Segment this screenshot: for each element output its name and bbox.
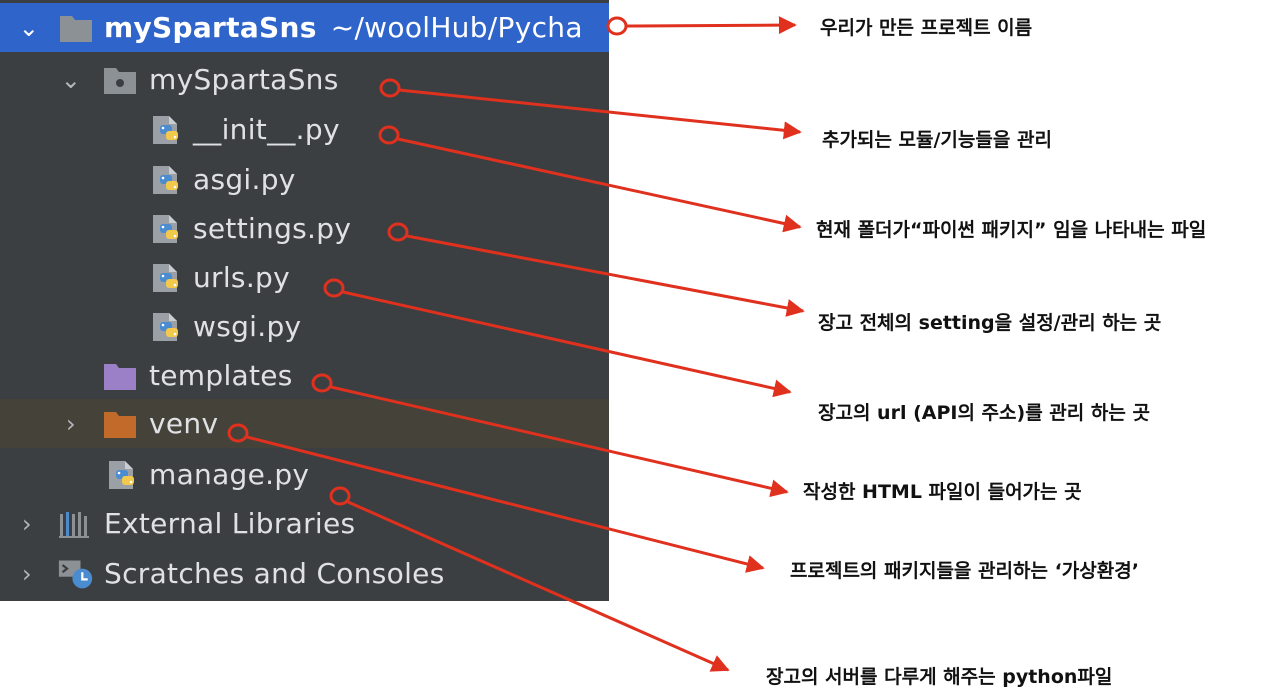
file-label: urls.py: [193, 261, 290, 294]
scratches-label: Scratches and Consoles: [104, 557, 445, 590]
tree-row-file-init[interactable]: __init__.py: [0, 105, 609, 154]
venv-label: venv: [149, 407, 219, 440]
python-file-icon: [150, 311, 186, 343]
libraries-icon: [59, 512, 89, 538]
tree-row-venv[interactable]: › venv: [0, 399, 609, 448]
project-root-label: mySpartaSns ~/woolHub/Pycha: [104, 3, 583, 52]
project-tree-panel: ⌄ mySpartaSns ~/woolHub/Pycha ⌄ mySpartaS…: [0, 0, 609, 601]
chevron-down-icon[interactable]: ⌄: [18, 13, 40, 42]
annotation-manage: 장고의 서버를 다루게 해주는 python파일: [766, 666, 1113, 688]
chevron-right-icon[interactable]: ›: [22, 509, 32, 538]
file-label: settings.py: [193, 212, 352, 245]
tree-row-scratches[interactable]: › Scratches and Consoles: [0, 549, 609, 598]
annotation-arrow: [606, 16, 797, 36]
tree-row-project-root[interactable]: ⌄ mySpartaSns ~/woolHub/Pycha: [0, 3, 609, 52]
python-file-icon: [150, 262, 186, 294]
tree-row-templates[interactable]: templates: [0, 351, 609, 400]
project-root-name: mySpartaSns: [104, 11, 317, 44]
templates-folder-icon: [104, 364, 136, 390]
tree-row-manage[interactable]: manage.py: [0, 450, 609, 499]
scratches-icon: [58, 560, 93, 589]
tree-row-file-urls[interactable]: urls.py: [0, 253, 609, 302]
annotation-project-name: 우리가 만든 프로젝트 이름: [820, 17, 1033, 39]
package-label: mySpartaSns: [149, 63, 339, 96]
python-file-icon: [150, 114, 186, 146]
annotation-settings: 장고 전체의 setting을 설정/관리 하는 곳: [818, 312, 1162, 334]
file-label: __init__.py: [193, 113, 340, 146]
templates-label: templates: [149, 359, 293, 392]
tree-row-package[interactable]: ⌄ mySpartaSns: [0, 55, 609, 104]
annotation-venv: 프로젝트의 패키지들을 관리하는 ‘가상환경’: [790, 560, 1139, 582]
file-label: wsgi.py: [193, 310, 302, 343]
python-file-icon: [150, 213, 186, 245]
project-root-path: ~/woolHub/Pycha: [330, 11, 583, 44]
annotation-templates: 작성한 HTML 파일이 들어가는 곳: [803, 481, 1082, 503]
tree-row-external-libraries[interactable]: › External Libraries: [0, 499, 609, 548]
manage-label: manage.py: [149, 458, 310, 491]
annotation-urls: 장고의 url (API의 주소)를 관리 하는 곳: [818, 402, 1150, 424]
chevron-down-icon[interactable]: ⌄: [60, 65, 82, 94]
external-libraries-label: External Libraries: [104, 507, 356, 540]
venv-folder-icon: [104, 412, 136, 438]
package-folder-icon: [104, 68, 136, 94]
chevron-right-icon[interactable]: ›: [22, 559, 32, 588]
python-file-icon: [106, 459, 142, 491]
tree-row-file-wsgi[interactable]: wsgi.py: [0, 302, 609, 351]
annotation-package: 추가되는 모듈/기능들을 관리: [822, 129, 1052, 151]
annotation-init: 현재 폴더가“파이썬 패키지” 임을 나타내는 파일: [816, 219, 1207, 241]
tree-row-file-settings[interactable]: settings.py: [0, 204, 609, 253]
python-file-icon: [150, 164, 186, 196]
tree-row-file-asgi[interactable]: asgi.py: [0, 155, 609, 204]
chevron-right-icon[interactable]: ›: [66, 409, 76, 438]
folder-icon: [60, 16, 92, 42]
file-label: asgi.py: [193, 163, 296, 196]
